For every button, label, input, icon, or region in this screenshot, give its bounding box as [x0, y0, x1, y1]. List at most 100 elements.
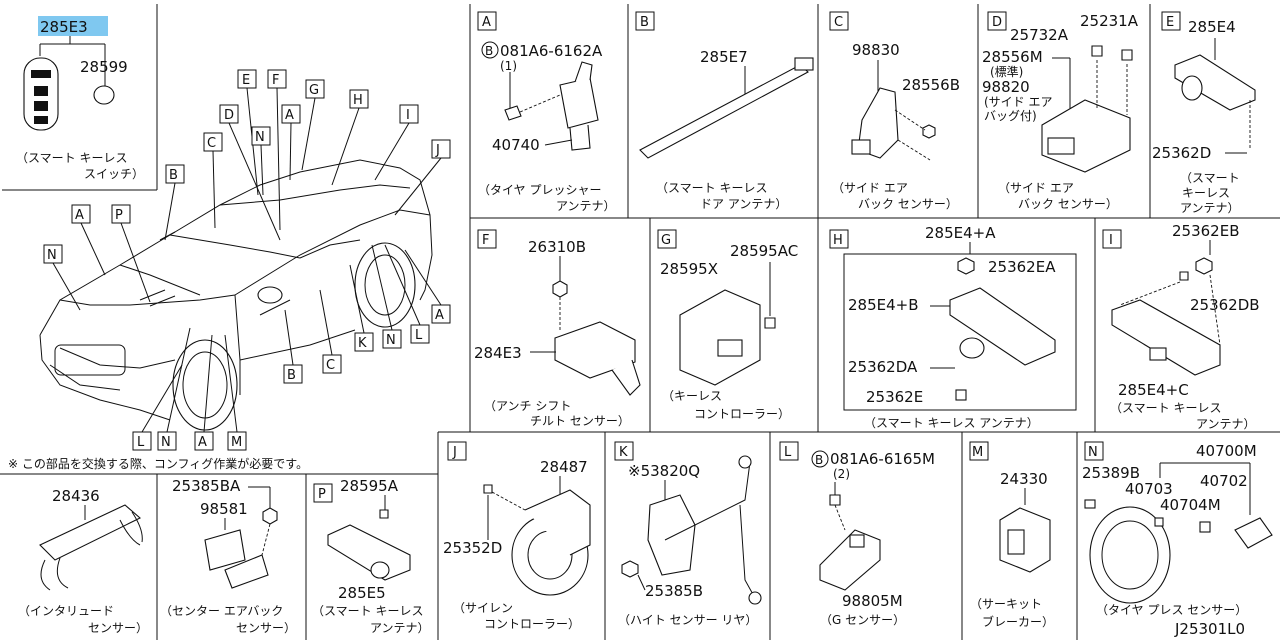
callout-D[interactable]: D — [219, 104, 281, 241]
door-antenna-icon — [639, 64, 809, 159]
part-25362EB-label[interactable]: 25362EB — [1172, 222, 1240, 240]
part-24330-label[interactable]: 24330 — [1000, 470, 1048, 488]
callout-N-left[interactable]: N — [43, 244, 81, 311]
caption-line-2: バック センサー） — [858, 197, 958, 211]
callout-N-bot[interactable]: N — [157, 327, 191, 451]
part-28556B-label[interactable]: 28556B — [902, 76, 960, 94]
caption-line-2: センサー） — [236, 621, 296, 635]
callout-H[interactable]: H — [331, 89, 369, 186]
callout-P[interactable]: P — [111, 204, 151, 303]
panel-J: J 28487 25352D （サイレン コントローラー） — [443, 441, 591, 631]
panel-I: I 25362EB 25362DB 285E4+C （スマート キーレス アンテ… — [1102, 222, 1260, 431]
part-40700M-label[interactable]: 40700M — [1196, 442, 1257, 460]
callout-N-top[interactable]: N — [251, 126, 271, 196]
part-285E4A-label[interactable]: 285E4+A — [925, 224, 996, 242]
part-40740-label[interactable]: 40740 — [492, 136, 540, 154]
part-25389B-label[interactable]: 25389B — [1082, 464, 1140, 482]
part-25352D-label[interactable]: 25352D — [443, 539, 502, 557]
nut-icon — [621, 560, 639, 578]
part-25385BA-label[interactable]: 25385BA — [172, 477, 241, 495]
part-285E4C-label[interactable]: 285E4+C — [1118, 381, 1189, 399]
callout-A-bot[interactable]: A — [194, 334, 214, 451]
callout-L-mid[interactable]: L — [384, 244, 430, 344]
caption-line-2: コントローラー） — [484, 617, 580, 631]
part-98830-label[interactable]: 98830 — [852, 41, 900, 59]
caption-line-2: アンテナ） — [370, 621, 430, 635]
callout-B-mid[interactable]: B — [283, 309, 303, 384]
qty-label: (2) — [833, 467, 850, 481]
panel-letter: D — [992, 15, 1002, 30]
part-285E4-label[interactable]: 285E4 — [1188, 18, 1236, 36]
part-98820-label[interactable]: 98820 — [982, 78, 1030, 96]
part-bolt-label[interactable]: 081A6-6162A — [500, 42, 603, 60]
svg-text:A: A — [285, 108, 294, 123]
valve-cap-icon — [1084, 499, 1096, 509]
caption-line-2: ドア アンテナ） — [700, 197, 787, 211]
part-40704M-label[interactable]: 40704M — [1160, 496, 1221, 514]
nut-icon — [552, 280, 568, 298]
part-28595AC-label[interactable]: 28595AC — [730, 242, 798, 260]
part-40702-label[interactable]: 40702 — [1200, 472, 1248, 490]
caption-line-1: （スマート キーレス — [1110, 401, 1221, 415]
callout-G[interactable]: G — [301, 79, 325, 171]
part-28595A-label[interactable]: 28595A — [340, 477, 399, 495]
part-25231A-label[interactable]: 25231A — [1080, 12, 1139, 30]
svg-text:A: A — [198, 435, 207, 450]
controller-connector-icon — [717, 339, 743, 357]
part-28599-label[interactable]: 28599 — [80, 58, 128, 76]
part-25362DB-label[interactable]: 25362DB — [1190, 296, 1260, 314]
siren-bracket-icon — [524, 489, 591, 556]
part-98805M-label[interactable]: 98805M — [842, 592, 903, 610]
caption-line-2: アンテナ） — [1196, 417, 1256, 431]
callout-I[interactable]: I — [374, 104, 419, 181]
callout-A-left[interactable]: A — [71, 204, 106, 276]
part-40703-label[interactable]: 40703 — [1125, 480, 1173, 498]
link-joint-icon — [738, 455, 752, 469]
callout-K[interactable]: K — [349, 264, 374, 352]
antenna-connector-icon — [959, 337, 985, 359]
part-285E4B-label[interactable]: 285E4+B — [848, 296, 919, 314]
panel-A: A B 081A6-6162A (1) 40740 （タイヤ プレッシャー アン… — [477, 11, 616, 213]
callout-L-bot[interactable]: L — [132, 364, 183, 451]
part-25362DA-label[interactable]: 25362DA — [848, 358, 918, 376]
part-53820Q-label[interactable]: ※53820Q — [628, 462, 700, 480]
part-285E5-label[interactable]: 285E5 — [338, 584, 386, 602]
part-25385B-label[interactable]: 25385B — [645, 582, 703, 600]
caption-line-2: センサー） — [88, 621, 148, 635]
part-28595X-label[interactable]: 28595X — [660, 260, 718, 278]
svg-text:B: B — [169, 168, 178, 183]
panel-letter: P — [318, 487, 326, 502]
callout-N-mid[interactable]: N — [371, 244, 402, 349]
bolt-icon — [829, 494, 841, 506]
svg-text:K: K — [358, 336, 367, 351]
svg-text:L: L — [415, 328, 423, 343]
callout-C-mid[interactable]: C — [319, 289, 342, 374]
part-bolt-label[interactable]: 081A6-6165M — [830, 450, 935, 468]
part-25362E-label[interactable]: 25362E — [866, 388, 923, 406]
part-98581-label[interactable]: 98581 — [200, 500, 248, 518]
part-25362EA-label[interactable]: 25362EA — [988, 258, 1056, 276]
callout-F[interactable]: F — [267, 69, 287, 231]
callout-B-top[interactable]: B — [164, 164, 185, 241]
callout-A-right[interactable]: A — [404, 249, 451, 324]
sensor-connector-icon — [851, 139, 871, 155]
part-28487-label[interactable]: 28487 — [540, 458, 588, 476]
panel-N: N 40700M 25389B 40703 40702 40704M （タイヤ … — [1082, 441, 1273, 617]
part-28556M-label[interactable]: 28556M — [982, 48, 1043, 66]
callout-M-bot[interactable]: M — [224, 334, 247, 451]
part-25732A-label[interactable]: 25732A — [1010, 26, 1069, 44]
part-285E7-label[interactable]: 285E7 — [700, 48, 748, 66]
part-28436-label[interactable]: 28436 — [52, 487, 100, 505]
smart-antenna-icon — [1174, 54, 1256, 111]
bolt-icon — [379, 509, 389, 519]
caption-line-1: （インタリュード — [18, 604, 114, 618]
sensor-bracket-icon — [611, 359, 641, 396]
part-26310B-label[interactable]: 26310B — [528, 238, 586, 256]
tpms-sensor-icon — [1234, 517, 1273, 549]
callout-A-top[interactable]: A — [281, 104, 301, 181]
part-284E3-label[interactable]: 284E3 — [474, 344, 522, 362]
callout-C-top[interactable]: C — [203, 132, 223, 229]
callout-J[interactable]: J — [394, 139, 451, 216]
part-285E3-label[interactable]: 285E3 — [40, 18, 88, 36]
part-25362D-label[interactable]: 25362D — [1152, 144, 1211, 162]
